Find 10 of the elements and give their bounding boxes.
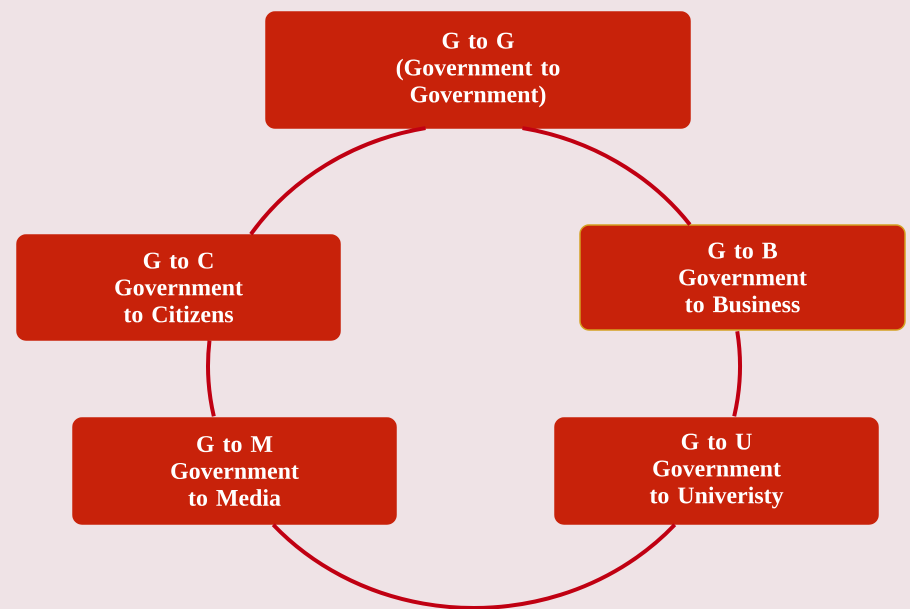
label-box: G to B Government to Business bbox=[579, 224, 906, 331]
ring-arc bbox=[732, 330, 742, 417]
label-box: G to G (Government to Government) bbox=[265, 11, 691, 129]
label-box: G to C Government to Citizens bbox=[16, 234, 341, 341]
ring-arc bbox=[272, 523, 676, 609]
ring-arc bbox=[249, 126, 426, 236]
ring-arc bbox=[522, 126, 692, 226]
ring-arc bbox=[206, 340, 216, 417]
label-box: G to U Government to Univeristy bbox=[554, 417, 879, 525]
label-box: G to M Government to Media bbox=[72, 417, 397, 525]
